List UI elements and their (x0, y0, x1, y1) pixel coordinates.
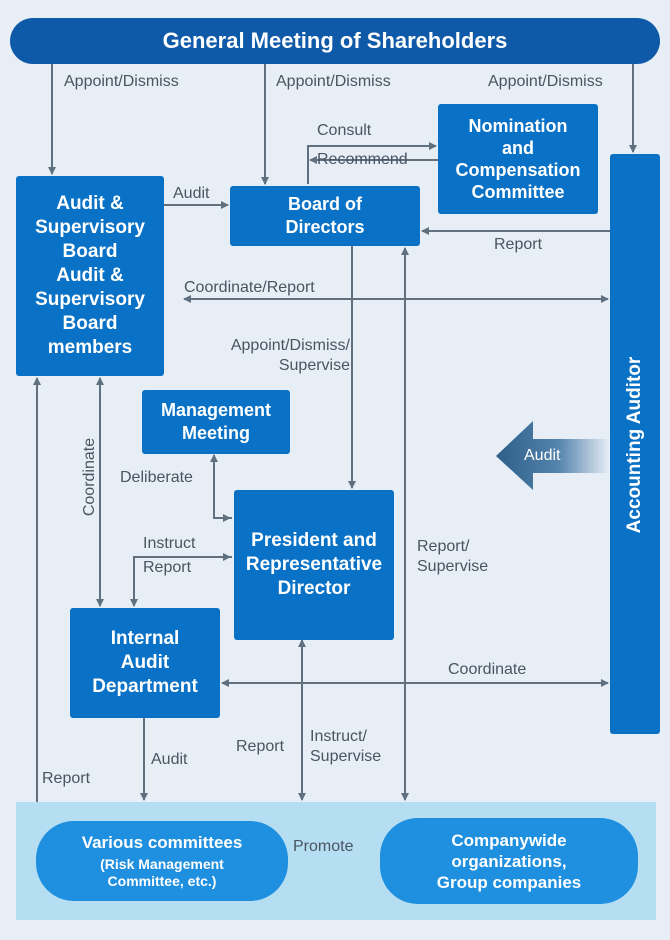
arrow-deliberate (210, 454, 232, 519)
gms-header: General Meeting of Shareholders (10, 18, 660, 64)
ncc-line4: Committee (471, 182, 565, 202)
label-report-ia: Report (143, 559, 192, 576)
ncc-line2: and (501, 138, 534, 158)
audit-supervisory-board[interactable]: Audit & Supervisory Board Audit & Superv… (16, 176, 164, 376)
label-report-supervise-1: Report/ (417, 538, 470, 555)
various-committees[interactable]: Various committees (Risk Management Comm… (36, 821, 288, 901)
cw-line1: Companywide (451, 830, 567, 850)
arrow-consult (307, 142, 437, 184)
ncc-line1: Nomination (468, 116, 568, 136)
asb-line7: members (47, 337, 133, 358)
label-recommend: Recommend (317, 151, 408, 168)
internal-audit-department[interactable]: Internal Audit Department (70, 608, 220, 718)
bod-line2: Directors (285, 217, 365, 237)
label-audit-board: Audit (173, 185, 210, 202)
label-appoint-supervise-2: Supervise (278, 357, 350, 374)
bod-line1: Board of (288, 194, 362, 214)
label-report-accounting: Report (494, 236, 543, 253)
vc-sub1: (Risk Management (100, 856, 224, 872)
asb-line6: Board (62, 313, 118, 334)
nomination-compensation-committee[interactable]: Nomination and Compensation Committee (438, 104, 598, 214)
label-promote: Promote (293, 838, 354, 855)
label-appoint-supervise-1: Appoint/Dismiss/ (230, 337, 350, 354)
label-report-supervise: Report/ Supervise (417, 537, 488, 577)
vc-sub2: Committee, etc.) (107, 873, 217, 889)
ia-line1: Internal (110, 628, 180, 649)
label-instruct-supervise-2: Supervise (310, 748, 382, 765)
pres-line3: Director (277, 578, 351, 599)
asb-line1: Audit & (56, 193, 124, 214)
ia-line2: Audit (120, 652, 170, 673)
cw-line2: organizations, (451, 851, 567, 871)
label-appoint-2: Appoint/Dismiss (276, 73, 391, 90)
management-meeting[interactable]: Management Meeting (142, 390, 290, 454)
vc-title: Various committees (81, 833, 243, 852)
label-report-mid: Report (236, 738, 285, 755)
accounting-auditor[interactable]: Accounting Auditor (610, 154, 660, 734)
label-coordinate-report: Coordinate/Report (184, 279, 315, 296)
pres-line2: Representative (245, 554, 383, 575)
board-of-directors[interactable]: Board of Directors (230, 186, 420, 246)
gms-title: General Meeting of Shareholders (162, 28, 508, 53)
asb-line4: Audit & (56, 265, 124, 286)
cw-line3: Group companies (436, 872, 582, 892)
asb-line3: Board (62, 241, 118, 262)
label-coordinate-horizontal: Coordinate (448, 661, 527, 678)
asb-line5: Supervisory (35, 289, 145, 310)
label-instruct-supervise: Instruct/ Supervise (310, 727, 381, 767)
label-deliberate: Deliberate (120, 469, 193, 486)
label-instruct: Instruct (143, 535, 196, 552)
label-report-left: Report (42, 770, 91, 787)
label-report-supervise-2: Supervise (417, 558, 489, 575)
audit-big-arrow (496, 421, 610, 490)
label-appoint-supervise: Appoint/Dismiss/ Supervise (200, 336, 350, 376)
mm-line1: Management (160, 400, 272, 420)
ia-line3: Department (92, 676, 198, 697)
label-consult: Consult (317, 122, 372, 139)
label-appoint-3: Appoint/Dismiss (488, 73, 603, 90)
label-appoint-1: Appoint/Dismiss (64, 73, 179, 90)
label-audit-arrow: Audit (524, 447, 561, 464)
label-instruct-supervise-1: Instruct/ (310, 728, 367, 745)
president-representative-director[interactable]: President and Representative Director (234, 490, 394, 640)
pres-line1: President and (251, 530, 377, 551)
accounting-auditor-label: Accounting Auditor (624, 356, 645, 534)
ncc-line3: Compensation (455, 160, 581, 180)
asb-line2: Supervisory (35, 217, 145, 238)
companywide-organizations[interactable]: Companywide organizations, Group compani… (380, 818, 638, 904)
label-coordinate-vertical: Coordinate (81, 437, 98, 517)
label-audit-down: Audit (151, 751, 188, 768)
mm-line2: Meeting (181, 423, 250, 443)
